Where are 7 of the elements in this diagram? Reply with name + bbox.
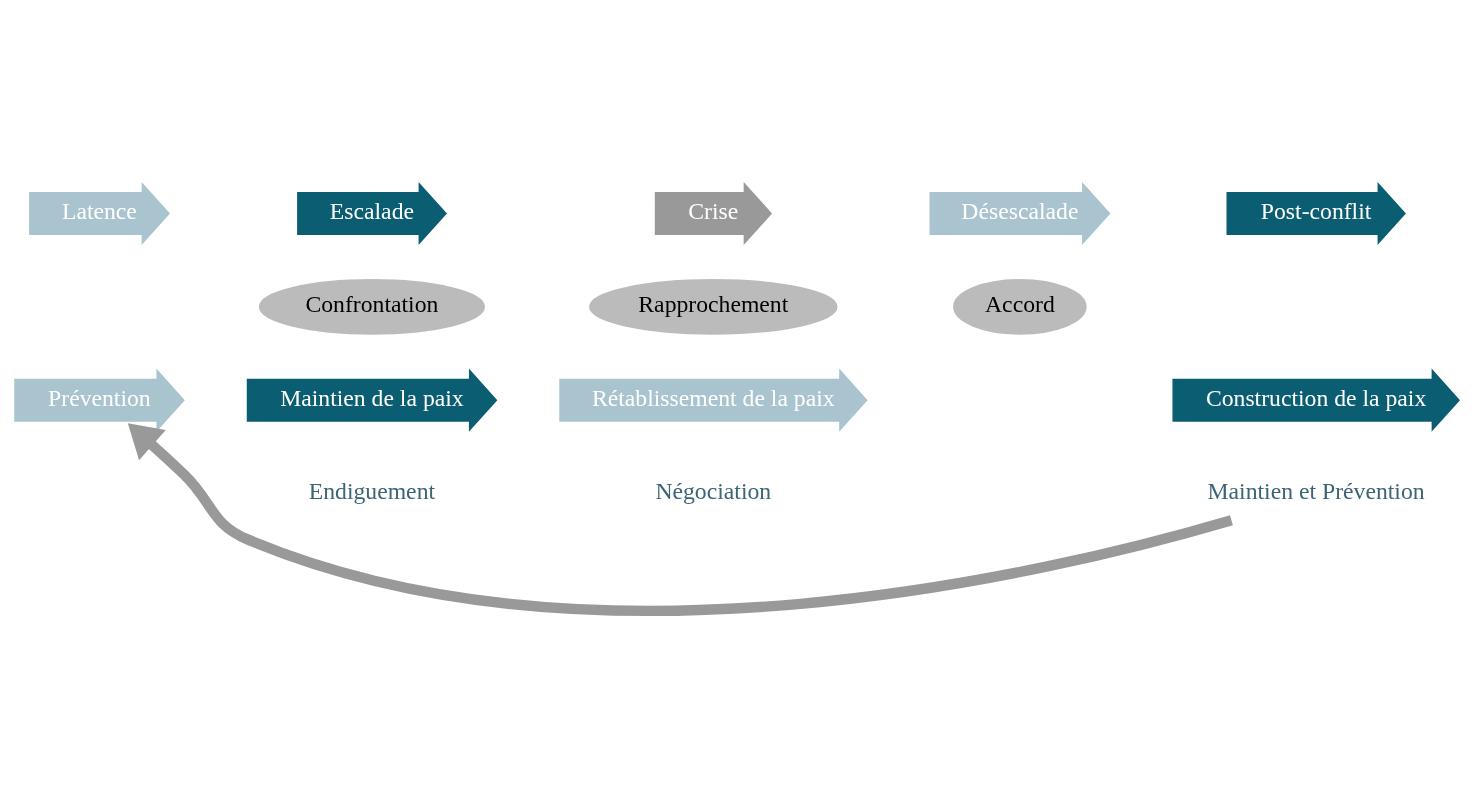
node-text: Maintien et Prévention <box>1207 478 1425 505</box>
node-ellipse: Accord <box>953 279 1087 335</box>
node-label: Négociation <box>655 478 772 505</box>
node-label: Endiguement <box>308 478 436 505</box>
arrow <box>127 423 1233 616</box>
node-ellipse: Confrontation <box>258 279 485 335</box>
node-ellipse: Rapprochement <box>589 279 838 335</box>
